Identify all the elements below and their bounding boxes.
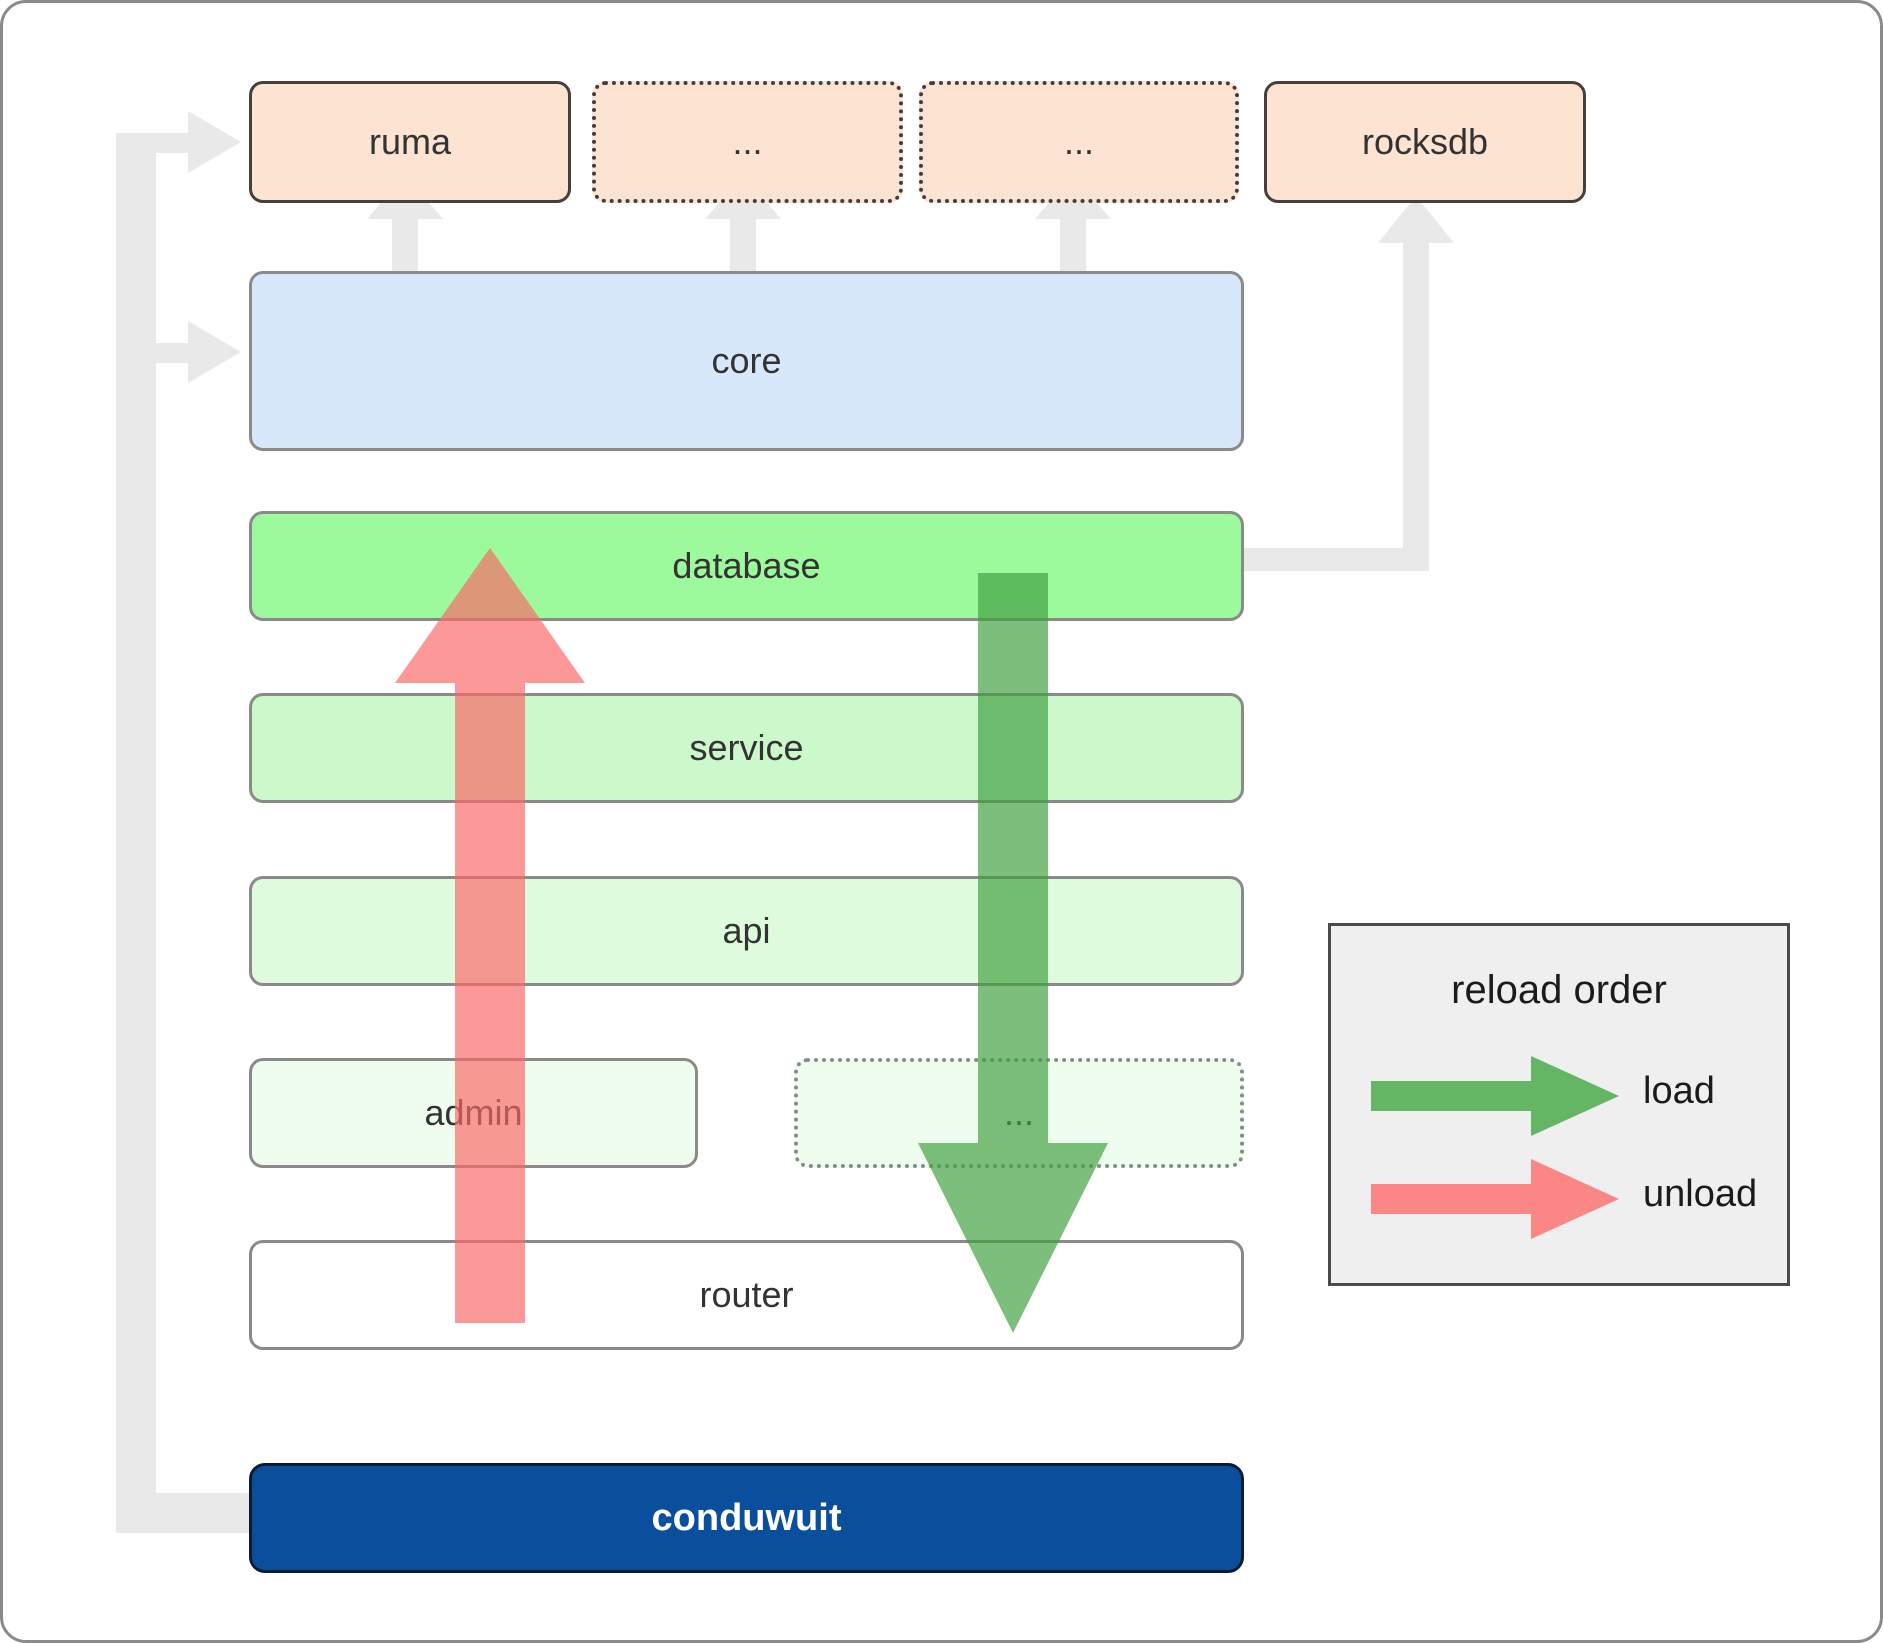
connector-to-ruma xyxy=(116,111,241,173)
reload-flow-arrows xyxy=(395,548,1108,1333)
connector-to-core xyxy=(116,321,241,383)
legend-title: reload order xyxy=(1451,968,1667,1012)
unload-flow-arrow xyxy=(395,548,585,1323)
legend-item-unload: unload xyxy=(1331,1154,1787,1244)
dependency-box-placeholder-2[interactable]: ... xyxy=(919,81,1239,203)
legend-label-load: load xyxy=(1643,1070,1715,1112)
layer-box-api[interactable]: api xyxy=(249,876,1244,986)
connector-spine xyxy=(116,133,156,1513)
load-flow-arrow xyxy=(918,573,1108,1333)
connector-arrows xyxy=(116,111,1454,1533)
connector-conduwuit-stub xyxy=(116,1493,253,1533)
connector-database-rocksdb xyxy=(1243,196,1454,571)
layer-box-core[interactable]: core xyxy=(249,271,1244,451)
legend-panel: reload order load unload xyxy=(1328,923,1790,1286)
legend-label-unload: unload xyxy=(1643,1173,1758,1215)
unload-legend-icon xyxy=(1371,1159,1619,1239)
load-legend-icon xyxy=(1371,1056,1619,1136)
legend-item-load: load xyxy=(1331,1051,1787,1141)
layer-box-router[interactable]: router xyxy=(249,1240,1244,1350)
